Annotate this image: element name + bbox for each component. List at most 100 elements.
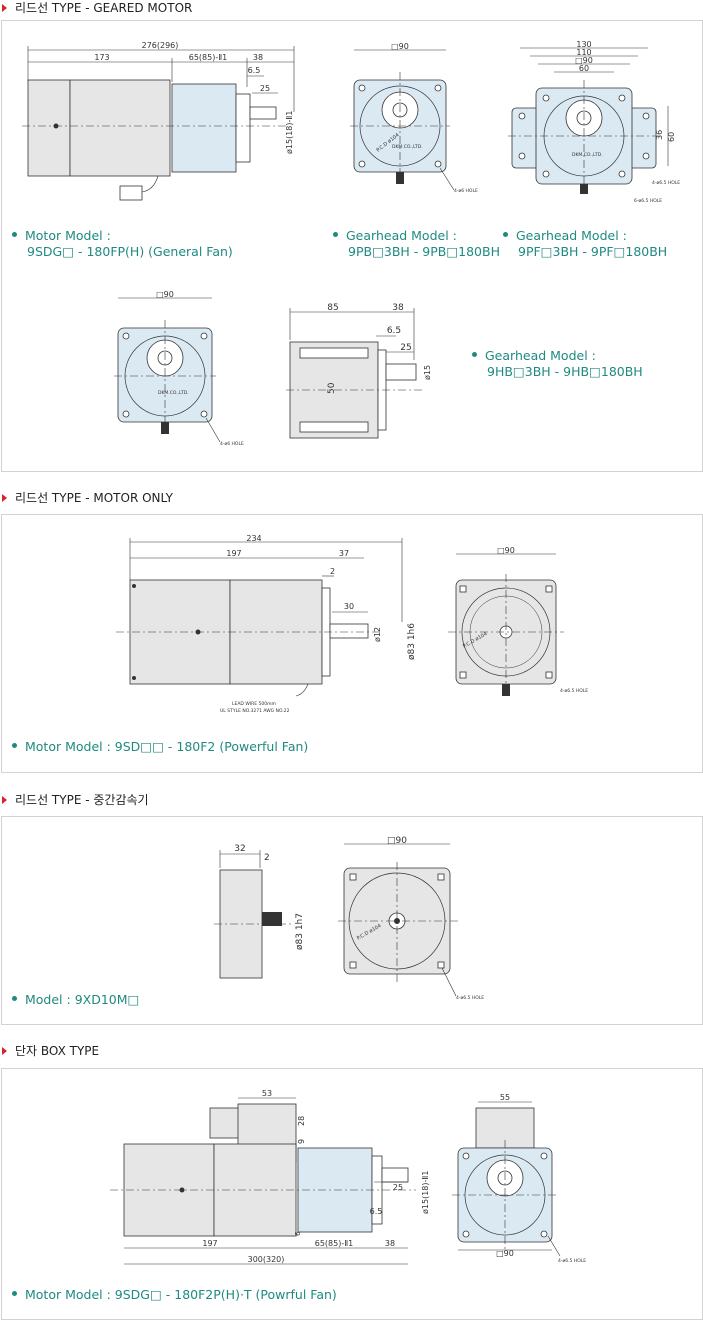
dim-60v: 60 [667,132,676,142]
model-label-intermediate: Model : 9XD10M□ [12,992,139,1008]
model-label-gearhead-hb: Gearhead Model :9HB□3BH - 9HB□180BH [472,348,643,380]
arrow-icon [2,1047,7,1055]
bullet-icon [12,232,17,237]
model-line1: Motor Model : 9SD□□ - 180F2 (Powerful Fa… [25,739,309,754]
dim-sq90: □90 [497,546,515,555]
dim-6: 6 [294,1231,302,1236]
dim-total: 300(320) [248,1255,285,1264]
dim-flange: ø83 1h6 [407,623,417,660]
drawing-motor-only-front: □90 P.C.D ø104 4-ø6.5 HOLE [448,546,588,696]
arrow-icon [2,796,7,804]
bullet-icon [12,996,17,1001]
dim-6-5: 6.5 [370,1207,383,1216]
section-title-geared: 리드선 TYPE - GEARED MOTOR [0,0,192,16]
bullet-icon [503,232,508,237]
model-line1: Gearhead Model : [346,228,457,243]
section-title-motor-only: 리드선 TYPE - MOTOR ONLY [0,490,173,506]
dim-gear: 65(85)-Ⅱ1 [315,1239,354,1248]
drawing-hb-front: □90 DKM.CO.,LTD. 4-ø6 HOLE [114,290,244,447]
section-title-intermediate: 리드선 TYPE - 중간감속기 [0,792,149,808]
bullet-icon [12,743,17,748]
dim-25: 25 [260,84,270,93]
dim-234: 234 [246,534,261,543]
dim-shaft: ø12 [373,627,382,642]
section-title-text: 리드선 TYPE - 중간감속기 [15,793,149,807]
section-title-box: 단자 BOX TYPE [0,1043,99,1059]
dim-50: 50 [327,382,337,394]
dim-shaft: ø15 [423,365,432,380]
model-line1: Motor Model : [25,228,111,243]
dim-197: 197 [202,1239,217,1248]
section-title-text: 리드선 TYPE - GEARED MOTOR [15,1,193,15]
dim-shaft: ø15(18)-Ⅱ1 [285,111,294,154]
model-line1: Gearhead Model : [516,228,627,243]
brand-label: DKM.CO.,LTD. [392,144,423,150]
section-title-text: 리드선 TYPE - MOTOR ONLY [15,491,173,505]
dim-hole: 4-ø6.5 HOLE [560,688,588,694]
dim-9: 9 [297,1139,306,1144]
dim-25: 25 [393,1183,403,1192]
dim-28: 28 [297,1116,306,1126]
bullet-icon [12,1291,17,1296]
dim-130: 130 [576,40,591,49]
model-line1: Gearhead Model : [485,348,596,363]
dim-sq90: □90 [156,290,174,299]
dim-lead1: LEAD WIRE 500mm [232,701,276,707]
dim-53: 53 [262,1089,272,1098]
dim-sq90: □90 [391,42,409,51]
dim-hole: 4-ø6.5 HOLE [558,1258,586,1264]
brand-label: DKM.CO.,LTD. [158,390,189,396]
model-label-box: Motor Model : 9SDG□ - 180F2P(H)·T (Powrf… [12,1287,337,1303]
brand-label: DKM.CO.,LTD. [572,152,603,158]
dim-shaft: ø15(18)-Ⅱ1 [421,1171,430,1214]
dim-32: 32 [234,844,245,854]
dim-38: 38 [253,53,263,62]
dim-85: 85 [327,303,338,313]
bullet-icon [472,352,477,357]
drawing-hb-side: 85 38 6.5 25 50 ø15 [286,303,432,439]
model-line2: 9SDG□ - 180FP(H) (General Fan) [27,244,233,259]
drawing-pb-front: □90 P.C.D ø104 DKM.CO.,LTD. 4-ø6 HOLE [350,42,478,194]
model-label-motor: Motor Model :9SDG□ - 180FP(H) (General F… [12,228,233,260]
drawing-box-front: 55 □90 4-ø6.5 HOLE [452,1093,586,1264]
dim-60: 60 [579,64,589,73]
dim-197: 197 [226,549,241,558]
dim-hole: 4-ø6 HOLE [454,188,478,194]
model-line2: 9PF□3BH - 9PF□180BH [518,244,668,259]
arrow-icon [2,494,7,502]
dim-hole: 4-ø6.5 HOLE [456,995,484,1001]
panel-motor-only [1,514,703,773]
dim-sq90: □90 [387,836,407,846]
model-line2: 9PB□3BH - 9PB□180BH [348,244,500,259]
bullet-icon [333,232,338,237]
drawing-pf-front: 130 110 □90 60 DKM.CO.,LTD. 36 60 4-ø6.5… [508,40,680,204]
model-line1: Model : 9XD10M□ [25,992,140,1007]
dim-37: 37 [339,549,349,558]
dim-hole4: 4-ø6.5 HOLE [652,180,680,186]
dim-30: 30 [344,602,354,611]
model-line2: 9HB□3BH - 9HB□180BH [487,364,643,379]
drawing-geared-side: 276(296) 173 65(85)-Ⅱ1 38 6.5 25 ø15(18)… [22,41,295,201]
model-label-gearhead-pf: Gearhead Model :9PF□3BH - 9PF□180BH [503,228,667,260]
model-line1: Motor Model : 9SDG□ - 180F2P(H)·T (Powrf… [25,1287,337,1302]
dim-36: 36 [655,130,664,140]
drawing-motor-only-side: 234 197 37 2 30 LEAD WIRE 500mm UL STYLE… [116,534,417,714]
dim-total: 276(296) [142,41,179,50]
dim-gear: 65(85)-Ⅱ1 [189,53,228,62]
dim-2: 2 [264,853,270,863]
drawing-intermediate-front: □90 P.C.D ø104 4-ø6.5 HOLE [338,836,484,1001]
section-title-text: 단자 BOX TYPE [15,1044,100,1058]
dim-lead2: UL STYLE NO.3271 AWG NO.22 [220,708,290,714]
dim-hole: 4-ø6 HOLE [220,441,244,447]
drawing-intermediate-side: 32 2 ø83 1h7 [214,844,305,979]
dim-sq90: □90 [496,1249,514,1258]
dim-hole6: 6-ø6.5 HOLE [634,198,662,204]
dim-sq90: □90 [575,56,593,65]
model-label-motor-only: Motor Model : 9SD□□ - 180F2 (Powerful Fa… [12,739,308,755]
dim-55: 55 [500,1093,510,1102]
dim-2: 2 [330,567,335,576]
dim-38: 38 [385,1239,395,1248]
dim-flange: ø83 1h7 [295,913,305,950]
model-label-gearhead-pb: Gearhead Model :9PB□3BH - 9PB□180BH [333,228,500,260]
arrow-icon [2,4,7,12]
